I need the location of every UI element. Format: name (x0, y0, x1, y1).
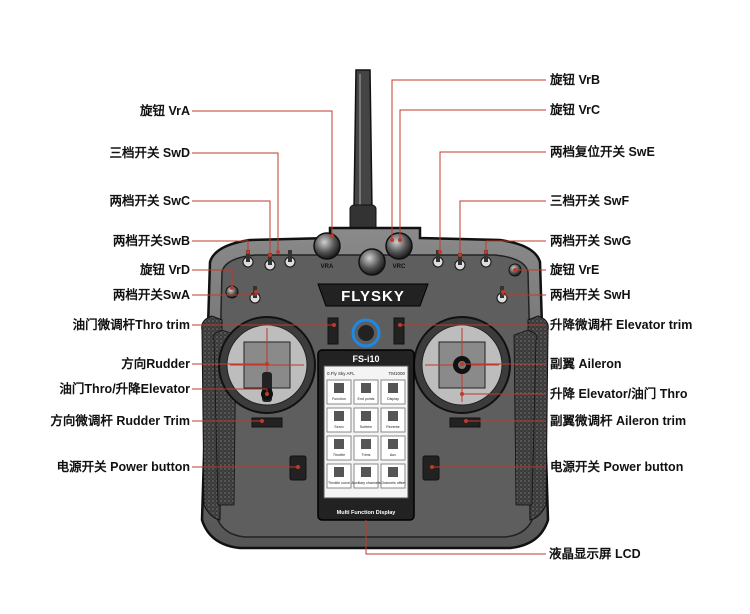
screen-caption: Multi Function Display (337, 510, 397, 516)
label-aileron: 副翼 Aileron (550, 356, 622, 372)
screen-tile-icon (388, 439, 398, 449)
screen-header-right: TM1000 (388, 371, 405, 376)
screen-tile-icon (361, 439, 371, 449)
label-swb: 两档开关SwB (113, 233, 190, 249)
label-swg: 两档开关 SwG (550, 233, 631, 249)
leader-line-right (440, 152, 546, 252)
screen-tile-label: Servo (334, 425, 343, 429)
elevator-trim (394, 318, 404, 344)
leader-dot-right (501, 290, 505, 294)
lcd-screen: FS-i10 0.Fly Sky AFL TM1000 Function End … (318, 350, 414, 520)
throttle-trim (328, 318, 338, 344)
leader-line-right (400, 110, 546, 240)
screen-tile-label: End points (358, 397, 375, 401)
rudder-trim (252, 418, 282, 427)
label-swc: 两档开关 SwC (109, 193, 190, 209)
leader-dot-left (276, 250, 280, 254)
screen-tile-icon (334, 439, 344, 449)
leader-line-left (192, 153, 278, 252)
label-rudder-trim: 方向微调杆 Rudder Trim (50, 413, 190, 429)
model-text: FS-i10 (352, 354, 379, 364)
screen-tile-label: Aux (390, 453, 396, 457)
screen-tile-label: Channels offset (381, 481, 406, 485)
label-aileron-trim: 副翼微调杆 Aileron trim (550, 413, 686, 429)
leader-dot-left (265, 392, 269, 396)
screen-tile-icon (388, 383, 398, 393)
leader-dot-left (260, 419, 264, 423)
leader-dot-right (464, 419, 468, 423)
screen-tile-label: Trims (362, 453, 371, 457)
leader-dot-right (398, 323, 402, 327)
leader-dot-right (390, 238, 394, 242)
label-rudder: 方向Rudder (121, 356, 190, 372)
label-vrd: 旋钮 VrD (140, 262, 190, 278)
knob-vra-mark: VRA (321, 264, 334, 270)
screen-tile-icon (334, 467, 344, 477)
screen-tile-label: Auxiliary channels (352, 481, 381, 485)
label-vrb: 旋钮 VrB (550, 72, 600, 88)
leader-dot-right (460, 392, 464, 396)
brand-plate: FLYSKY (318, 284, 428, 306)
leader-dot-left (230, 286, 234, 290)
label-power-left: 电源开关 Power button (57, 459, 190, 475)
leader-dot-left (265, 362, 269, 366)
leader-dot-left (246, 250, 250, 254)
screen-tile-icon (361, 383, 371, 393)
label-swd: 三档开关 SwD (109, 145, 190, 161)
label-thro-elevator: 油门Thro/升降Elevator (59, 381, 190, 397)
knob-vrc-mark: VRC (393, 264, 406, 270)
label-elevator-trim: 升降微调杆 Elevator trim (550, 317, 692, 333)
screen-tile-icon (388, 411, 398, 421)
leader-dot-left (268, 253, 272, 257)
leader-dot-right (430, 465, 434, 469)
label-vre: 旋钮 VrE (550, 262, 599, 278)
brand-text: FLYSKY (341, 288, 405, 305)
leader-dot-left (332, 323, 336, 327)
screen-tile-label: Function (332, 397, 346, 401)
leader-dot-right (484, 250, 488, 254)
label-swa: 两档开关SwA (113, 287, 190, 303)
screen-tile-label: Reverse (386, 425, 399, 429)
leader-dot-right (513, 268, 517, 272)
screen-tile-icon (388, 467, 398, 477)
screen-header-left: 0.Fly Sky AFL (327, 371, 355, 376)
label-thro-trim: 油门微调杆Thro trim (73, 317, 190, 333)
screen-tile-label: Display (387, 397, 399, 401)
label-swe: 两档复位开关 SwE (550, 144, 655, 160)
label-vrc: 旋钮 VrC (550, 102, 600, 118)
label-elevator-thro: 升降 Elevator/油门 Thro (550, 386, 688, 402)
screen-tile-label: Throttle (333, 453, 345, 457)
label-swh: 两档开关 SwH (550, 287, 631, 303)
leader-line-left (192, 111, 332, 236)
leader-dot-left (254, 290, 258, 294)
antenna (350, 70, 376, 233)
leader-dot-right (460, 362, 464, 366)
screen-tile-label: Subtrim (360, 425, 372, 429)
label-lcd: 液晶显示屏 LCD (549, 546, 641, 562)
label-swf: 三档开关 SwF (550, 193, 629, 209)
screen-tile-label: Throttle curve (328, 481, 350, 485)
label-power-right: 电源开关 Power button (550, 459, 683, 475)
screen-tile-icon (361, 467, 371, 477)
leader-dot-right (398, 238, 402, 242)
leader-dot-right (438, 250, 442, 254)
screen-tile-icon (361, 411, 371, 421)
leader-line-right (392, 80, 546, 240)
label-vra: 旋钮 VrA (140, 103, 190, 119)
leader-dot-left (296, 465, 300, 469)
screen-tile-icon (334, 411, 344, 421)
knob-vrb (359, 249, 385, 275)
screen-tile-icon (334, 383, 344, 393)
leader-dot-right (458, 253, 462, 257)
leader-dot-left (330, 234, 334, 238)
